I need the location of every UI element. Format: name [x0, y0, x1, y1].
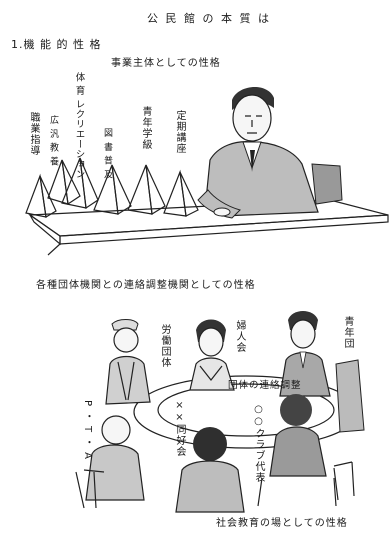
person-hobby-club: [175, 427, 245, 513]
person-womens-association: [189, 319, 235, 391]
section1-subtitle: 事業主体としての性格: [111, 58, 221, 69]
label-club-representative: ○○クラブ代表: [253, 404, 264, 483]
footer-caption: 社会教育の場としての性格: [216, 518, 348, 529]
page-title: 公 民 館 の 本 質 は: [147, 12, 271, 25]
section1-heading: 1.機 能 的 性 格: [11, 38, 102, 51]
pyramid-4: [93, 164, 132, 216]
pyramid-6: [163, 169, 199, 217]
person-right-edge: [335, 359, 365, 433]
person-pta: [85, 415, 145, 501]
pyramid-5: [127, 164, 166, 216]
label-womens-association: 婦人会: [234, 320, 245, 353]
pyramid-2: [47, 159, 81, 206]
section2-caption: 各種団体機関との連絡調整機関としての性格: [36, 280, 256, 291]
label-workers-union: 労働団体: [159, 324, 170, 368]
person-club-representative: [269, 394, 327, 477]
pyramid-label-5: 青年学級: [140, 106, 151, 150]
pyramid-label-1: 職業指導: [28, 112, 39, 156]
person-youth-group: [279, 311, 331, 397]
label-hobby-club: ××同好会: [174, 400, 185, 457]
table-label: 団体の連絡調整: [228, 380, 302, 391]
pyramid-1: [25, 173, 57, 218]
pyramid-label-3: 体 育 レクリエーション: [73, 72, 85, 180]
person-workers-union: [105, 319, 151, 405]
pyramid-label-2: 広 汎 教 養: [48, 115, 58, 167]
chairs: [75, 461, 355, 509]
pyramid-label-4: 図 書 普 及: [102, 128, 112, 180]
label-pta: P・T・A: [82, 400, 93, 464]
pyramid-3: [61, 157, 99, 210]
seated-man-figure: [197, 86, 343, 219]
pyramid-label-6: 定期講座: [174, 110, 185, 154]
label-youth-group: 青年団: [342, 316, 353, 349]
